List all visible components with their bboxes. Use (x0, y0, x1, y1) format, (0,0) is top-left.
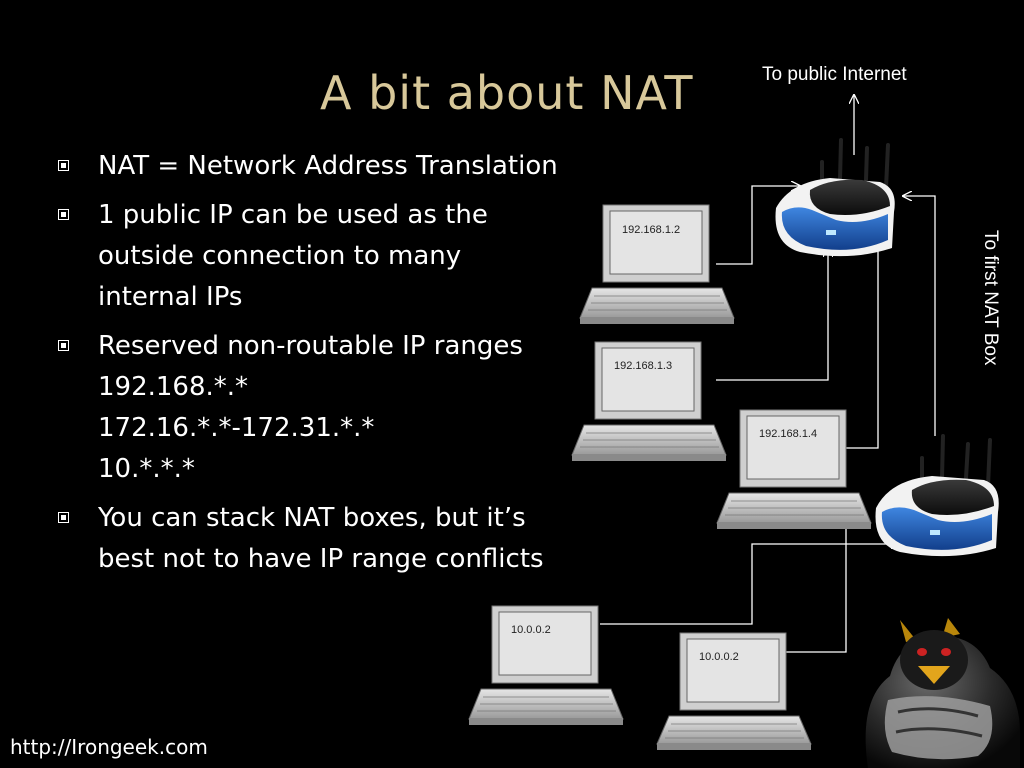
laptop-ip-label: 10.0.0.2 (511, 624, 551, 636)
laptop-icon (579, 204, 735, 324)
bullet-marker-icon (58, 209, 69, 220)
bullet-text: 10.*.*.* (98, 454, 195, 484)
bullet-list: NAT = Network Address Translation 1 publ… (58, 146, 598, 588)
bullet-text: best not to have IP range conflicts (98, 544, 544, 574)
bullet-marker-icon (58, 512, 69, 523)
bullet-marker-icon (58, 160, 69, 171)
top-label: To public Internet (762, 64, 907, 85)
laptop-icon (656, 632, 812, 750)
bullet-text: Reserved non-routable IP ranges (98, 331, 523, 361)
bullet-item: Reserved non-routable IP ranges 192.168.… (58, 326, 598, 490)
bullet-text: internal IPs (98, 282, 243, 312)
bullet-text: You can stack NAT boxes, but it’s (98, 503, 526, 533)
bullet-item: 1 public IP can be used as the outside c… (58, 195, 598, 318)
bullet-text: 192.168.*.* (98, 372, 249, 402)
laptop-ip-label: 192.168.1.4 (759, 428, 817, 440)
footer-url: http://Irongeek.com (10, 735, 208, 759)
penguin-mascot-icon (865, 618, 1021, 768)
bullet-text: 1 public IP can be used as the (98, 200, 488, 230)
side-label: To first NAT Box (980, 230, 1001, 366)
wire-laptop5-router2 (786, 512, 846, 653)
laptop-icon (468, 605, 624, 725)
bullet-marker-icon (58, 340, 69, 351)
bullet-text: outside connection to many (98, 241, 462, 271)
laptop-icon (571, 341, 727, 461)
connection-wires (600, 95, 936, 653)
bullet-text: 172.16.*.*-172.31.*.* (98, 413, 375, 443)
laptop-ip-label: 192.168.1.3 (614, 360, 672, 372)
bullet-item: You can stack NAT boxes, but it’s best n… (58, 498, 598, 580)
bullet-text: NAT = Network Address Translation (98, 151, 558, 181)
laptop-ip-label: 192.168.1.2 (622, 224, 680, 236)
wire-laptop1-router1 (716, 186, 800, 265)
wireless-router-icon (875, 434, 999, 557)
wireless-router-icon (775, 138, 895, 257)
bullet-item: NAT = Network Address Translation (58, 146, 598, 187)
slide-title: A bit about NAT (320, 66, 694, 120)
laptop-icon (716, 409, 872, 529)
wire-laptop4-router2 (600, 544, 900, 625)
wire-laptop2-router1 (716, 248, 828, 381)
wire-laptop3-router1 (846, 214, 878, 449)
laptop-ip-label: 10.0.0.2 (699, 651, 739, 663)
wire-router2-router1 (903, 196, 936, 436)
